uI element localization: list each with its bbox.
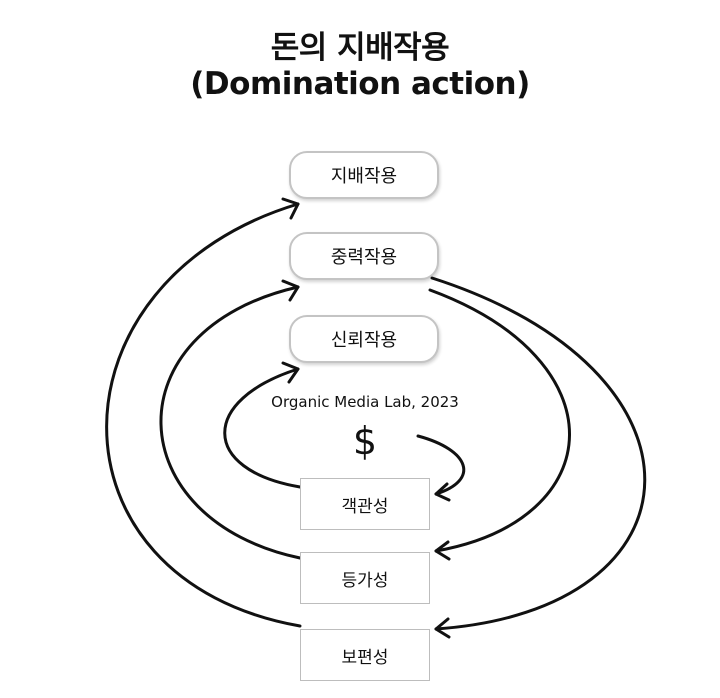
credit-text: Organic Media Lab, 2023 <box>271 393 459 411</box>
arrowhead-domination <box>281 197 300 220</box>
arrow-universality-to-domination <box>105 202 302 628</box>
objectivity-label: 객관성 <box>341 496 389 517</box>
equivalence-node: 등가성 <box>300 552 430 604</box>
arrowhead-gravity <box>281 279 300 302</box>
arrowhead-universality <box>434 617 451 639</box>
dollar-icon: $ <box>352 419 378 463</box>
arrow-equivalence-to-gravity <box>159 285 302 560</box>
equivalence-label: 등가성 <box>341 570 389 591</box>
arrow-dollar-to-objectivity <box>416 434 466 496</box>
arrow-gravity-to-equivalence <box>428 288 571 553</box>
diagram-title: 돈의 지배작용 <box>270 30 450 66</box>
gravity-action-node: 중력작용 <box>289 232 439 280</box>
objectivity-node: 객관성 <box>300 478 430 530</box>
diagram-subtitle: (Domination action) <box>190 66 530 102</box>
domination-action-label: 지배작용 <box>330 166 398 187</box>
trust-action-label: 신뢰작용 <box>330 330 398 351</box>
arrow-gravity-to-universality <box>430 276 647 631</box>
domination-action-node: 지배작용 <box>289 151 439 199</box>
arrowhead-objectivity <box>434 482 451 502</box>
arrow-objectivity-to-trust <box>223 367 302 489</box>
universality-node: 보편성 <box>300 629 430 681</box>
gravity-action-label: 중력작용 <box>330 247 398 268</box>
trust-action-node: 신뢰작용 <box>289 315 439 363</box>
arrowhead-trust <box>281 361 300 384</box>
arrowhead-equivalence <box>434 540 451 561</box>
universality-label: 보편성 <box>341 647 389 668</box>
